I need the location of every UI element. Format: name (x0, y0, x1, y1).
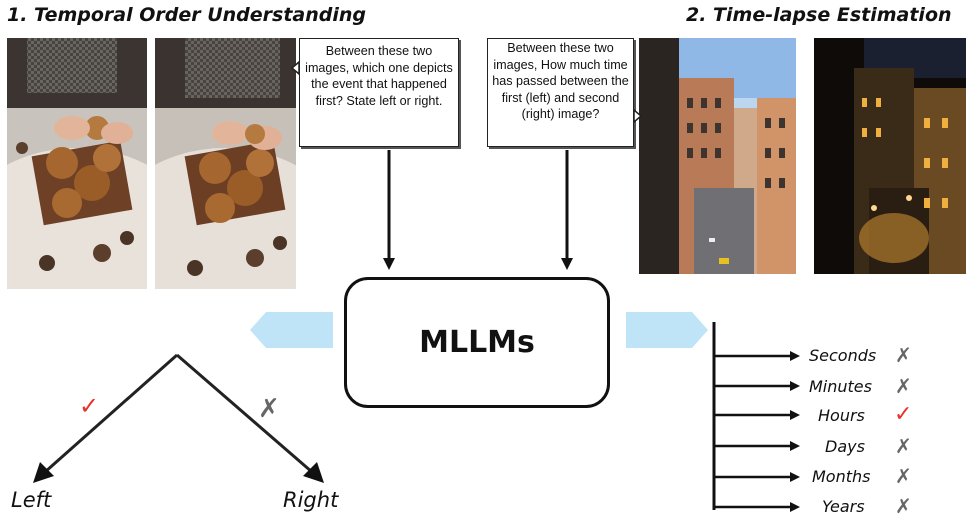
cookie-photo-2 (155, 38, 296, 289)
tree-arrowhead-left (33, 462, 54, 483)
check-icon: ✓ (894, 402, 913, 427)
mllm-label: MLLMs (419, 325, 535, 360)
prompt-bubble-order: Between these two images, which one depi… (299, 38, 459, 147)
mllm-box: MLLMs (344, 277, 610, 408)
time-label-years: Years (822, 497, 865, 516)
cross-icon: ✗ (258, 394, 280, 424)
time-label-days: Days (825, 437, 865, 456)
street-photo-day (639, 38, 796, 274)
cross-icon: ✗ (895, 343, 912, 367)
time-label-months: Months (812, 467, 871, 486)
time-label-hours: Hours (818, 406, 865, 425)
prompt-bubble-timelapse: Between these two images, How much time … (487, 38, 634, 147)
section2-title: 2. Time-lapse Estimation (686, 4, 952, 26)
arrowhead-to-mllm-left (383, 258, 395, 270)
cookie-photo-1 (7, 38, 147, 289)
time-label-seconds: Seconds (809, 346, 877, 365)
tree-branch-left (44, 353, 178, 474)
cross-icon: ✗ (895, 374, 912, 398)
output-arrow-right (626, 312, 708, 348)
timeline-arrowheads (790, 351, 800, 512)
check-icon: ✓ (79, 392, 100, 420)
cross-icon: ✗ (895, 494, 912, 518)
output-arrow-left (250, 312, 333, 348)
cross-icon: ✗ (895, 464, 912, 488)
time-label-minutes: Minutes (809, 377, 872, 396)
bubble-tail-left (290, 60, 300, 76)
street-photo-night (814, 38, 966, 274)
arrowhead-to-mllm-right (561, 258, 573, 270)
bubble-tail-right (633, 108, 643, 124)
timeline-ticks (714, 354, 792, 509)
tree-arrowhead-right (303, 462, 324, 483)
tree-label-right: Right (283, 488, 339, 512)
tree-label-left: Left (11, 488, 52, 512)
section1-title: 1. Temporal Order Understanding (7, 4, 367, 26)
cross-icon: ✗ (895, 434, 912, 458)
tree-branch-right (176, 353, 313, 474)
